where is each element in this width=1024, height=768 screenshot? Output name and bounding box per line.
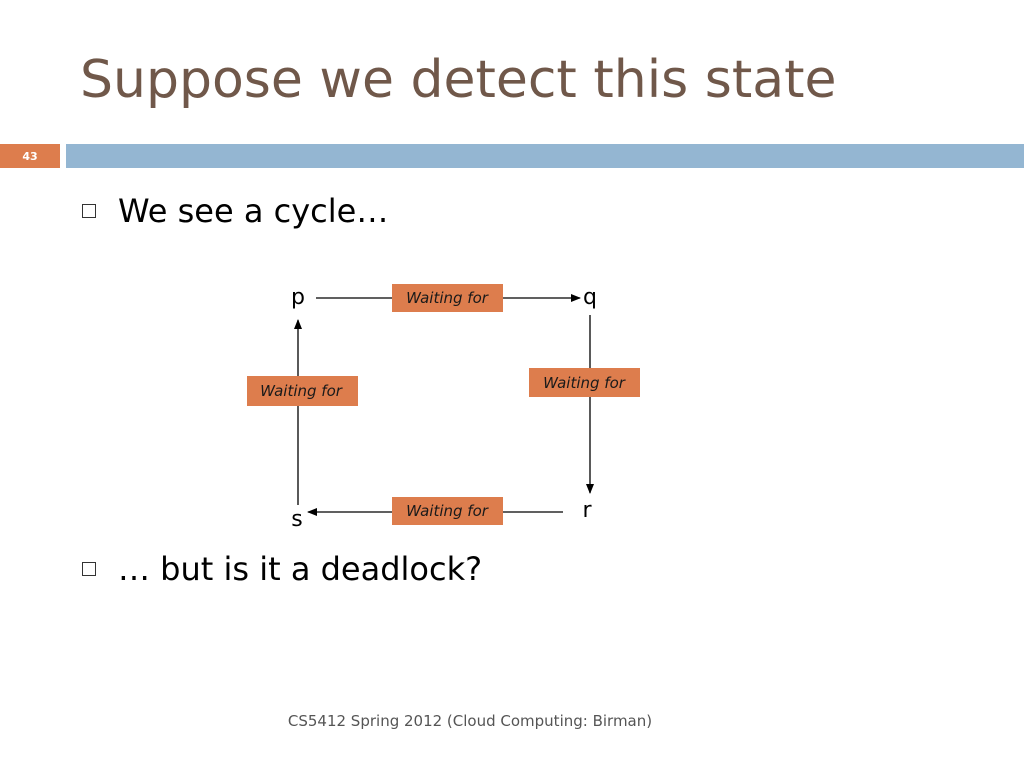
bullet-item-2: … but is it a deadlock?: [82, 550, 482, 588]
bullet-item-1: We see a cycle…: [82, 192, 388, 230]
edge-p-to-q: Waiting for: [316, 284, 581, 312]
node-r: r: [582, 498, 592, 523]
square-bullet-icon: [82, 562, 96, 576]
slide-number: 43: [22, 149, 38, 163]
slide-title: Suppose we detect this state: [80, 50, 837, 110]
slide-number-badge: 43: [0, 144, 60, 168]
edge-label-box: [247, 376, 358, 406]
edge-label-q-r: Waiting for: [543, 374, 626, 392]
node-p: p: [291, 285, 305, 310]
title-divider-bar: [66, 144, 1024, 168]
square-bullet-icon: [82, 204, 96, 218]
edge-q-to-r: Waiting for: [529, 315, 640, 494]
bullet-text-2: … but is it a deadlock?: [118, 550, 483, 588]
edge-s-to-p: Waiting for: [247, 319, 358, 505]
edge-r-to-s: Waiting for: [307, 497, 563, 525]
slide-footer: CS5412 Spring 2012 (Cloud Computing: Bir…: [287, 712, 653, 730]
edge-label-p-q: Waiting for: [406, 289, 489, 307]
edge-label-s-p: Waiting for: [260, 382, 343, 400]
edge-label-r-s: Waiting for: [406, 502, 489, 520]
node-s: s: [291, 507, 302, 532]
bullet-text-1: We see a cycle…: [118, 192, 389, 230]
node-q: q: [583, 285, 597, 310]
edge-label-box: [392, 497, 503, 525]
edge-label-box: [392, 284, 503, 312]
edge-label-box: [529, 368, 640, 397]
